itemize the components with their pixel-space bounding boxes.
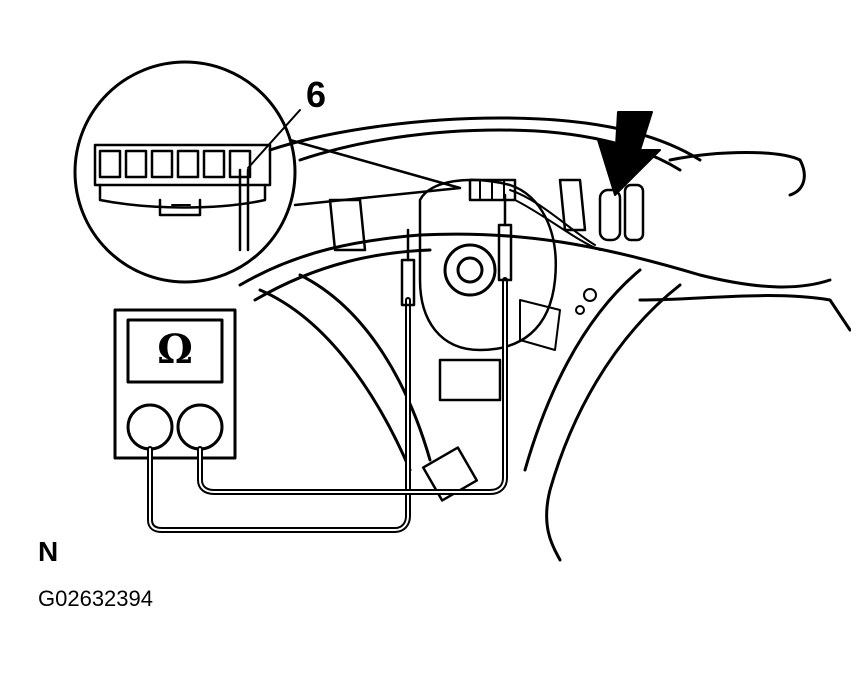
steering-hub bbox=[328, 178, 601, 502]
probe-right bbox=[497, 193, 513, 282]
airbag-connector bbox=[468, 178, 517, 202]
test-leads bbox=[147, 277, 508, 533]
view-code-label: N bbox=[38, 536, 59, 567]
right-spoke bbox=[523, 268, 682, 562]
figure-id-label: G02632394 bbox=[38, 586, 153, 611]
squib-component bbox=[598, 183, 645, 242]
callout-number: 6 bbox=[306, 74, 327, 115]
magnified-inset bbox=[73, 60, 462, 284]
ohm-symbol: Ω bbox=[157, 326, 193, 373]
ohmmeter bbox=[113, 308, 237, 460]
arrow-indicator-icon bbox=[597, 111, 661, 196]
left-spoke bbox=[258, 273, 432, 472]
probe-left bbox=[400, 228, 416, 307]
